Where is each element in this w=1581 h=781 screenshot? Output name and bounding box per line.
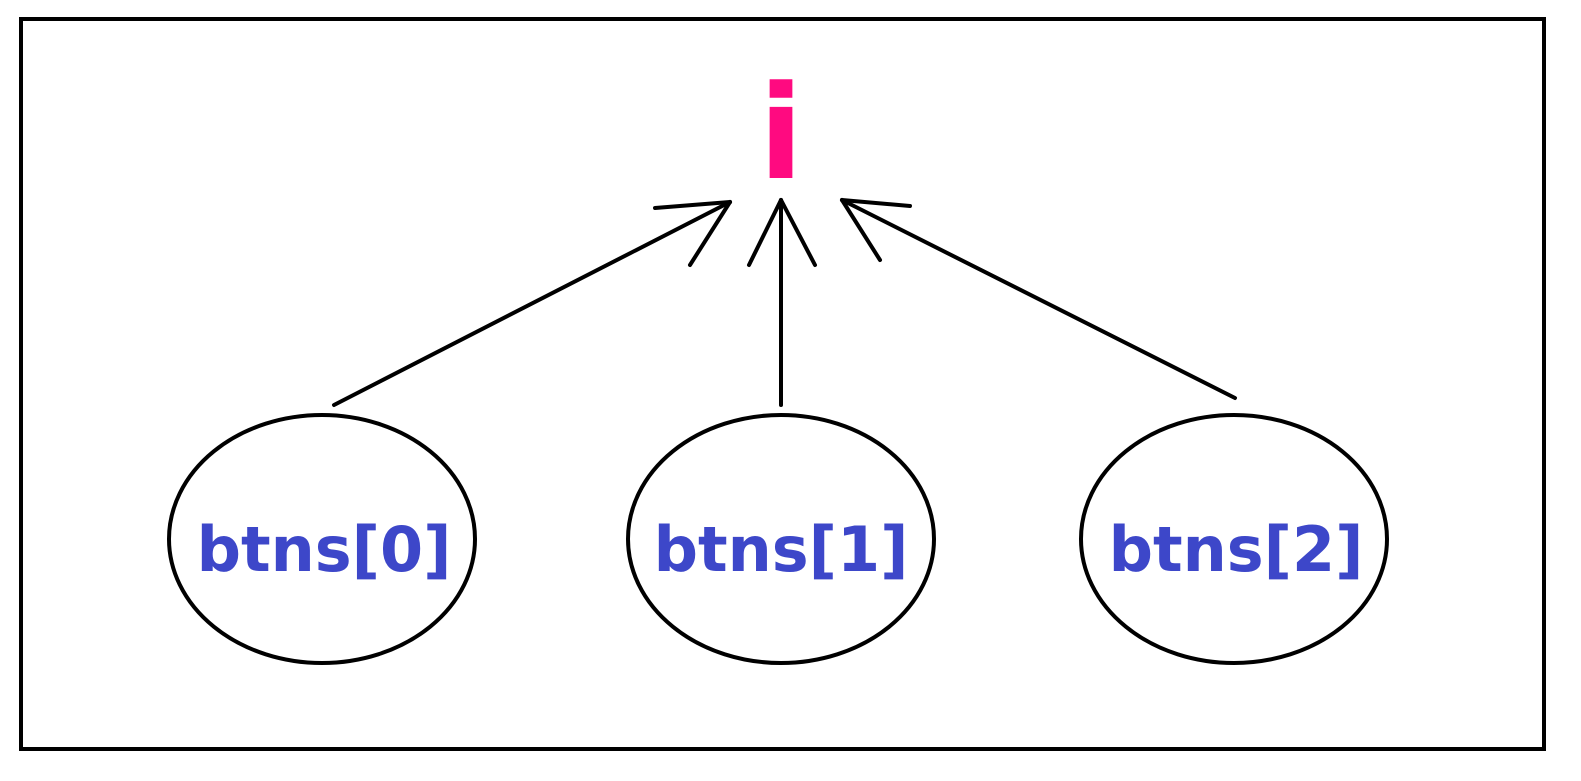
arrow-btns2-to-i bbox=[840, 198, 1237, 400]
node-btns-1: btns[1] bbox=[626, 413, 936, 665]
arrowhead-stroke bbox=[747, 198, 783, 267]
node-ellipse bbox=[1079, 413, 1389, 665]
node-btns-2: btns[2] bbox=[1079, 413, 1389, 665]
target-variable-label: i bbox=[759, 57, 804, 209]
arrowhead-stroke bbox=[688, 200, 732, 267]
arrowhead-stroke bbox=[840, 198, 882, 262]
arrow-shaft bbox=[840, 198, 1237, 400]
node-btns-0: btns[0] bbox=[167, 413, 477, 665]
diagram-border bbox=[19, 17, 1546, 751]
arrow-shaft bbox=[332, 200, 732, 407]
node-label: btns[0] bbox=[197, 513, 452, 586]
node-label: btns[2] bbox=[1109, 513, 1364, 586]
arrowhead-stroke bbox=[840, 198, 912, 208]
arrow-btns1-to-i bbox=[747, 198, 817, 407]
arrowhead-stroke bbox=[653, 200, 732, 210]
node-ellipse bbox=[626, 413, 936, 665]
node-label: btns[1] bbox=[654, 513, 909, 586]
node-ellipse bbox=[167, 413, 477, 665]
arrow-btns0-to-i bbox=[332, 200, 732, 407]
arrowhead-stroke bbox=[779, 198, 817, 267]
